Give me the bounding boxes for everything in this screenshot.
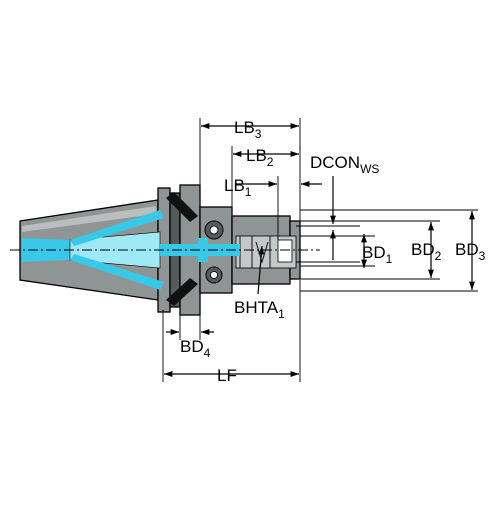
bhta-label: BHTA1: [234, 298, 285, 321]
dim-lb3: LB3: [199, 118, 301, 222]
drive-key-bottom: [166, 278, 198, 306]
dim-dcon-ws: DCONWS: [296, 153, 379, 263]
drive-key-top: [166, 192, 198, 222]
dim-lb2: LB2: [231, 146, 301, 207]
clamp-screw-bore: [277, 239, 293, 263]
lb2-label: LB2: [246, 146, 274, 169]
dim-bd4: BD4: [166, 315, 214, 360]
dim-lf: LF: [162, 280, 301, 385]
dim-bhta: BHTA1: [234, 245, 285, 321]
bd2-label: BD2: [411, 240, 442, 263]
dim-bd3: BD3: [300, 209, 486, 292]
dcon-ws-label: DCONWS: [310, 153, 379, 176]
coolant-channel-upper: [70, 210, 164, 246]
dim-bd2: BD2: [300, 220, 442, 280]
lb1-label: LB1: [224, 176, 252, 199]
coolant-channel-lower: [70, 254, 164, 290]
dim-bd1: BD1: [300, 234, 393, 268]
taper-highlight: [22, 206, 156, 232]
bd4-label: BD4: [180, 337, 211, 360]
lb3-label: LB3: [234, 118, 262, 141]
bd3-label: BD3: [455, 240, 486, 263]
dim-lb1: LB1: [224, 176, 322, 240]
lf-label: LF: [217, 366, 237, 385]
bd1-label: BD1: [362, 243, 393, 266]
